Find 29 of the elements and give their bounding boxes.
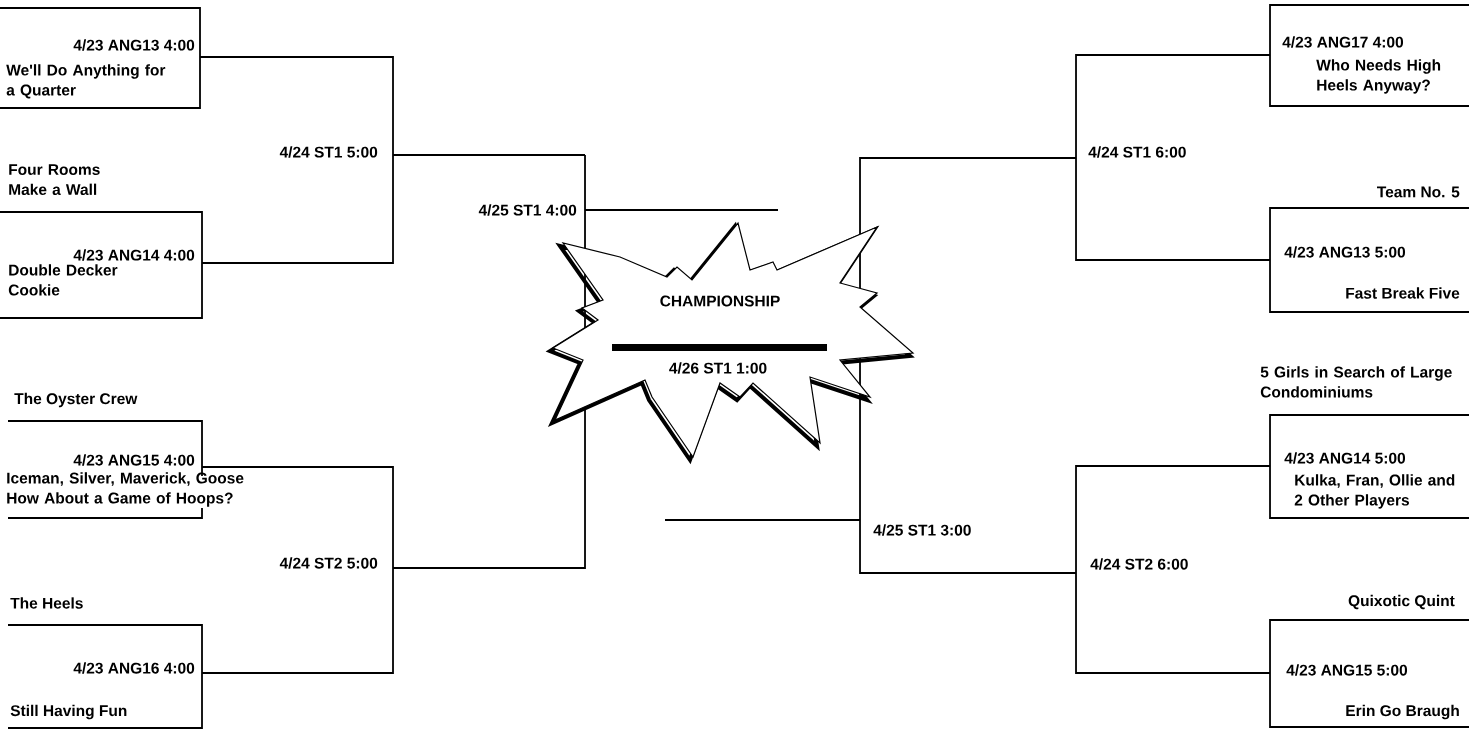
starburst: CHAMPIONSHIP 4/26 ST1 1:00 xyxy=(545,221,915,465)
team-label: 4/24 ST1 5:00 xyxy=(279,146,378,158)
team-label: 5 Girls in Search of Large Condominiums xyxy=(1260,366,1452,398)
team-label: 4/23 ANG17 4:00 xyxy=(1282,36,1404,48)
team-label: Double Decker Cookie xyxy=(8,264,118,296)
team-label: 4/23 ANG16 4:00 xyxy=(73,662,195,674)
team-label: 4/24 ST2 6:00 xyxy=(1090,558,1188,570)
team-label: The Oyster Crew xyxy=(14,392,138,408)
team-label: The Heels xyxy=(10,597,83,609)
team-label: 4/23 ANG14 4:00 xyxy=(73,249,195,261)
team-label: 4/24 ST1 6:00 xyxy=(1088,146,1186,158)
team-label: 4/24 ST2 5:00 xyxy=(279,557,378,569)
team-label: Still Having Fun xyxy=(10,704,127,720)
team-label: 4/23 ANG15 4:00 xyxy=(73,454,195,466)
team-label: 4/25 ST1 3:00 xyxy=(873,524,971,536)
team-label: 4/23 ANG14 5:00 xyxy=(1284,452,1406,464)
team-label: We'll Do Anything for a Quarter xyxy=(6,64,166,99)
team-label: Team No. 5 xyxy=(1377,186,1460,198)
team-label: Quixotic Quint xyxy=(1348,594,1455,610)
team-label: Four Rooms Make a Wall xyxy=(9,164,100,196)
team-label: Who Needs High Heels Anyway? xyxy=(1316,59,1441,94)
team-label: Fast Break Five xyxy=(1346,287,1460,299)
team-label: Iceman, Silver, Maverick, Goose How About a Game of Hoops? xyxy=(7,472,244,507)
team-label: 4/23 ANG13 5:00 xyxy=(1284,246,1406,258)
team-label: 4/23 ANG13 4:00 xyxy=(73,39,195,51)
team-label: Kulka, Fran, Ollie and 2 Other Players xyxy=(1294,474,1455,509)
team-label: 4/23 ANG15 5:00 xyxy=(1286,664,1408,676)
team-label: 4/25 ST1 4:00 xyxy=(478,204,577,216)
team-label: Erin Go Braugh xyxy=(1346,704,1459,720)
